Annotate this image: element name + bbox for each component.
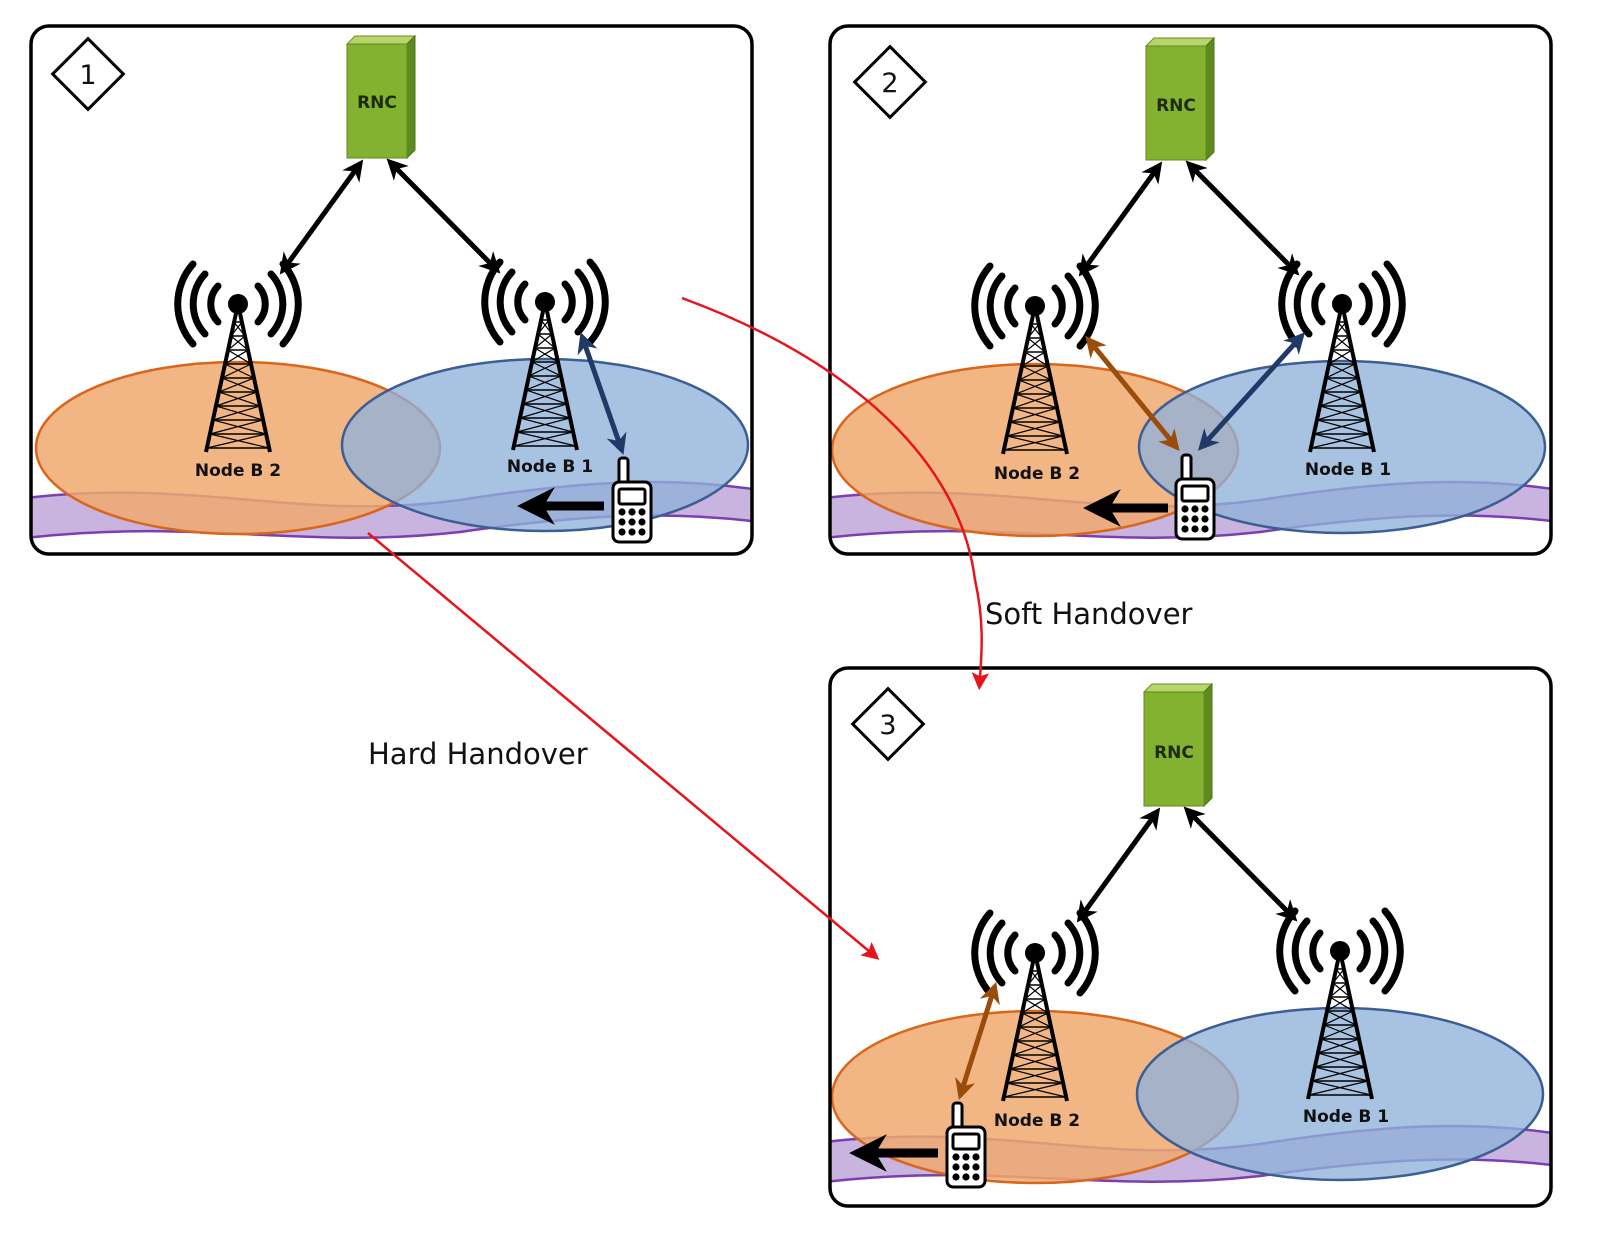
- node-b1-label: Node B 1: [1305, 460, 1391, 480]
- coverage-cell-node-b1: [1135, 1006, 1545, 1182]
- link-rnc-node-b2: [1076, 807, 1161, 923]
- panel-3: Node B 2 Node B 1 RNC 3: [828, 666, 1553, 1208]
- link-rnc-node-b2: [1078, 161, 1163, 277]
- radio-link-node-b2: [955, 981, 1000, 1101]
- link-rnc-node-b1: [1183, 806, 1298, 922]
- rnc-label: RNC: [1156, 96, 1196, 116]
- panel-frame: [828, 666, 1553, 1208]
- hard-handover-caption: Hard Handover: [368, 737, 588, 771]
- link-rnc-node-b1: [386, 158, 501, 274]
- soft-handover-arrow: [681, 296, 990, 691]
- step-number: 1: [79, 60, 96, 91]
- step-badge: [50, 36, 126, 112]
- hard-handover-arrow: [367, 532, 880, 960]
- node-b2-label: Node B 2: [195, 461, 281, 481]
- link-rnc-node-b1: [1185, 160, 1300, 276]
- node-b1-label: Node B 1: [1303, 1107, 1389, 1127]
- step-number: 3: [879, 710, 896, 741]
- panel-1: Node B 2 Node B 1 RNC 1: [29, 24, 754, 556]
- radio-link-node-b1: [1197, 332, 1306, 451]
- step-badge: [850, 686, 926, 762]
- panel-2: Node B 2 Node B 1 RNC 2: [828, 24, 1553, 556]
- rnc-label: RNC: [1154, 743, 1194, 763]
- radio-link-node-b1: [577, 332, 627, 455]
- step-number: 2: [881, 68, 898, 99]
- link-rnc-node-b2: [279, 159, 364, 275]
- node-b2-label: Node B 2: [994, 464, 1080, 484]
- soft-handover-caption: Soft Handover: [985, 597, 1193, 631]
- step-badge: [852, 44, 928, 120]
- panel-frame: [828, 24, 1553, 556]
- node-b1-label: Node B 1: [507, 457, 593, 477]
- rnc-label: RNC: [357, 93, 397, 113]
- radio-link-node-b2: [1085, 335, 1180, 452]
- node-b2-label: Node B 2: [994, 1111, 1080, 1131]
